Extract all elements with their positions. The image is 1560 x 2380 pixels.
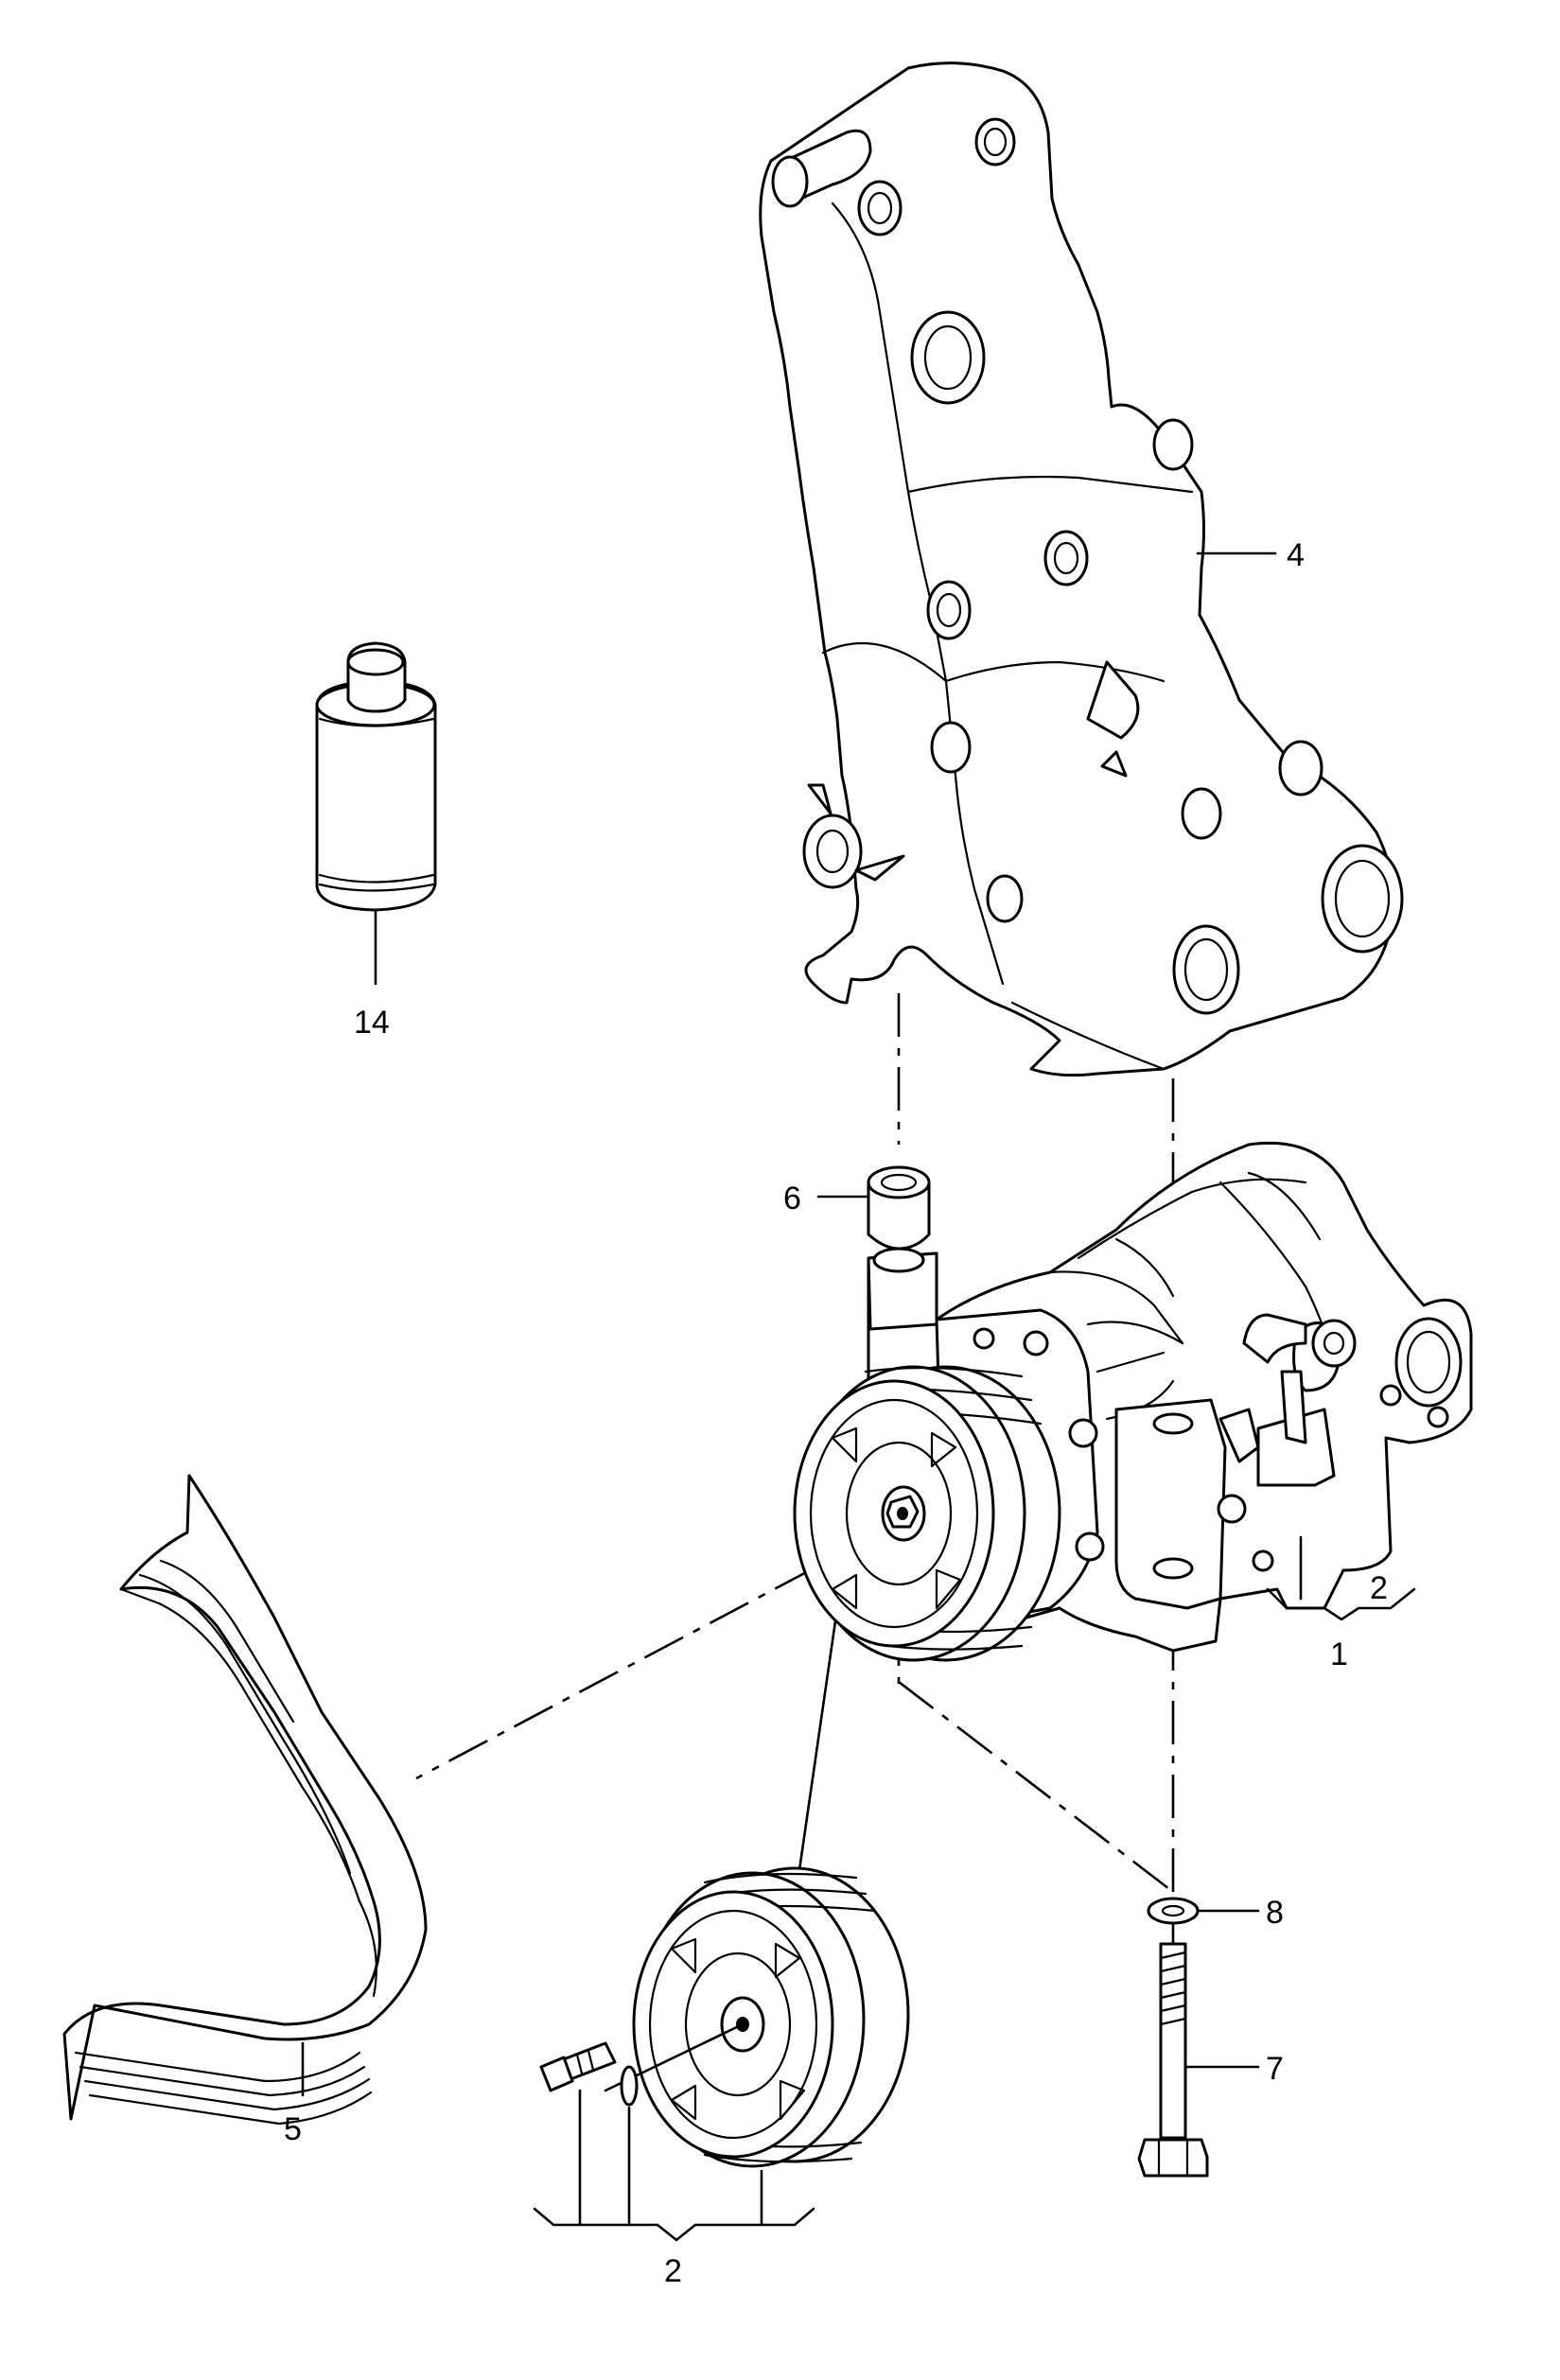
bracket-part-4[interactable]: [759, 61, 1404, 1077]
washer-part-8[interactable]: [1147, 1897, 1200, 1925]
brace-1: [1266, 1587, 1416, 1621]
callout-1[interactable]: 1: [1330, 1636, 1348, 1672]
pulley-part-2[interactable]: [632, 1866, 910, 2168]
ribbed-belt-part-5[interactable]: [62, 1474, 428, 2126]
alignment-line-pulley: [898, 1680, 1174, 1894]
pulley-screw[interactable]: [539, 2041, 617, 2092]
callout-2-compressor[interactable]: 2: [1370, 1570, 1388, 1606]
callout-4[interactable]: 4: [1287, 537, 1305, 573]
oil-bottle-part-14[interactable]: [315, 641, 437, 912]
ac-compressor-part-1[interactable]: [793, 1141, 1473, 1662]
callout-8[interactable]: 8: [1266, 1895, 1284, 1931]
callout-2-pulley[interactable]: 2: [664, 2253, 682, 2289]
callout-14[interactable]: 14: [354, 1005, 390, 1041]
sleeve-part-6[interactable]: [867, 1165, 931, 1251]
brace-2: [533, 2207, 815, 2242]
callout-7[interactable]: 7: [1266, 2051, 1284, 2087]
callout-6[interactable]: 6: [783, 1181, 801, 1216]
pulley-washer[interactable]: [620, 2065, 639, 2107]
callout-5[interactable]: 5: [284, 2111, 302, 2147]
alignment-line-belt: [415, 1566, 815, 1780]
bolt-part-7[interactable]: [1137, 1942, 1209, 2178]
